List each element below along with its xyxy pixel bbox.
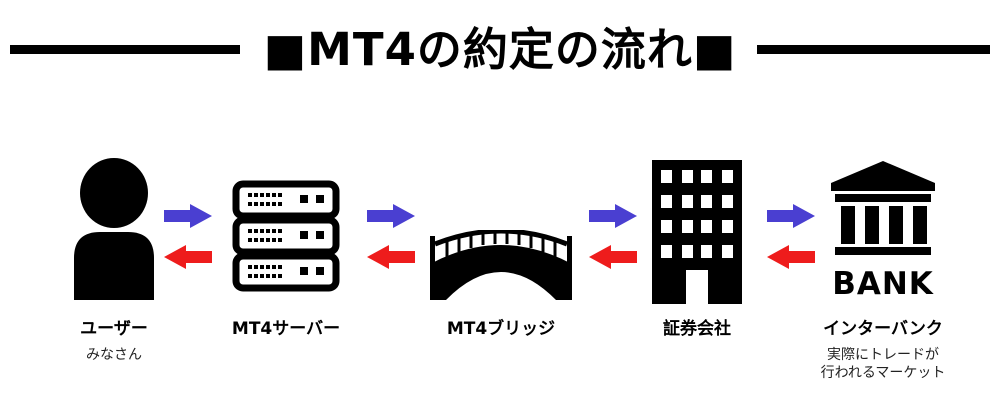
bank-text: BANK	[832, 266, 934, 302]
node-label-securities-company: 証券会社	[663, 319, 731, 339]
node-sublabel-interbank-line1: 実際にトレードが	[827, 347, 939, 363]
office-building-icon	[652, 160, 742, 304]
back-arrow-3	[589, 245, 637, 269]
back-arrow-2	[367, 245, 415, 269]
page-title: ■MT4の約定の流れ■	[263, 23, 737, 76]
person-icon	[74, 158, 154, 300]
server-icon	[232, 180, 340, 292]
forward-arrow-3	[589, 204, 637, 228]
back-arrow-1	[164, 245, 212, 269]
title-rule-left	[10, 45, 240, 54]
node-label-mt4-bridge: MT4ブリッジ	[446, 319, 556, 339]
node-label-interbank: インターバンク	[823, 319, 943, 339]
node-label-mt4-server: MT4サーバー	[231, 319, 341, 339]
forward-arrow-1	[164, 204, 212, 228]
forward-arrow-2	[367, 204, 415, 228]
node-label-user: ユーザー	[80, 319, 148, 339]
back-arrow-4	[767, 245, 815, 269]
bank-icon	[831, 161, 935, 255]
forward-arrow-4	[767, 204, 815, 228]
node-sublabel-user: みなさん	[86, 347, 142, 363]
node-sublabel-interbank-line2: 行われるマーケット	[820, 365, 946, 381]
title-rule-right	[757, 45, 990, 54]
bridge-icon	[430, 230, 572, 300]
